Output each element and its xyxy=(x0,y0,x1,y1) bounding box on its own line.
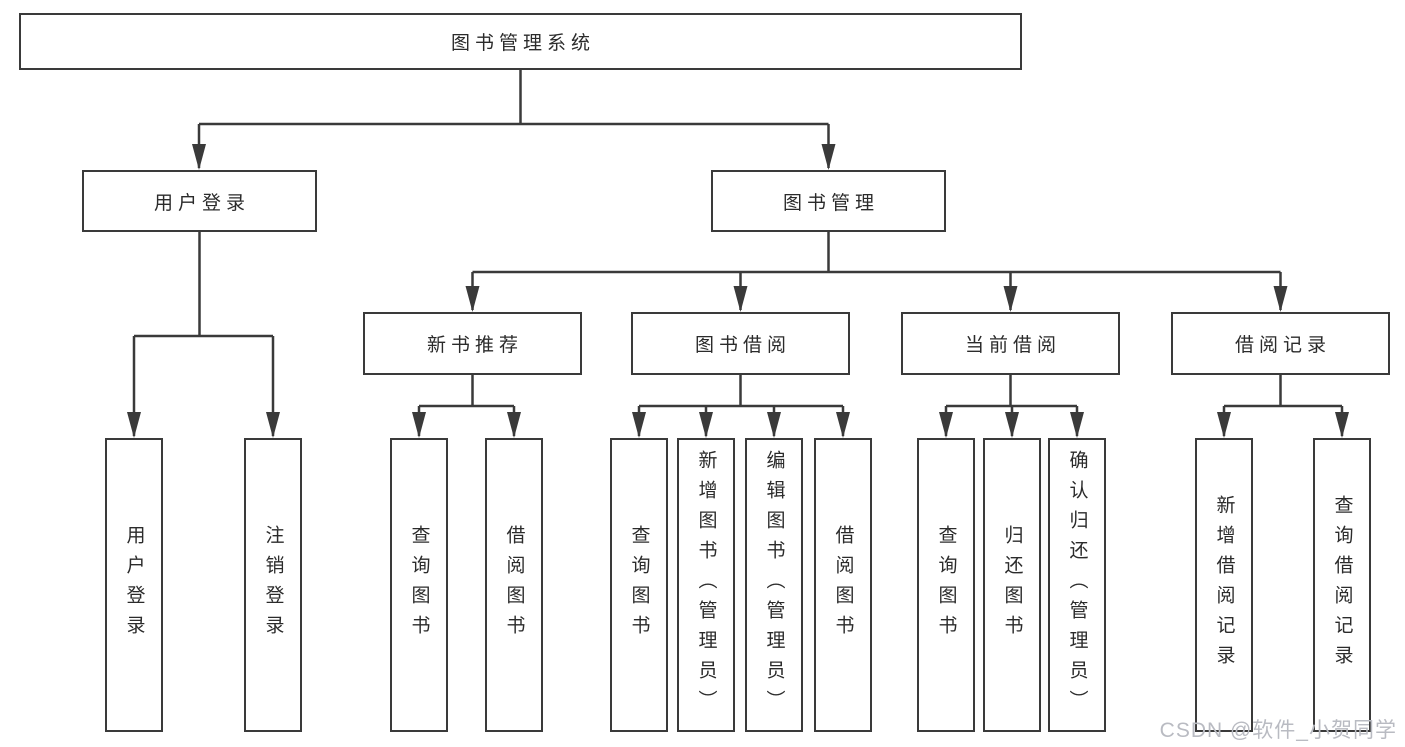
node-label: 图书管理系统 xyxy=(450,33,595,54)
leaf-confirm-return-admin: 确认归还（管理员） xyxy=(1048,438,1106,732)
node-book-management: 图书管理 xyxy=(711,170,946,232)
node-current-borrow: 当前借阅 xyxy=(901,312,1120,375)
leaf-query-books-1: 查询图书 xyxy=(390,438,448,732)
leaf-borrow-books-2: 借阅图书 xyxy=(814,438,872,732)
node-label: 查询借阅记录 xyxy=(1331,495,1353,675)
node-label: 当前借阅 xyxy=(964,335,1061,356)
node-label: 确认归还（管理员） xyxy=(1066,450,1088,720)
leaf-borrow-books-1: 借阅图书 xyxy=(485,438,543,732)
node-label: 用户登录 xyxy=(123,525,145,645)
tree-edges xyxy=(132,70,1344,436)
node-label: 新书推荐 xyxy=(426,335,523,356)
leaf-logout: 注销登录 xyxy=(244,438,302,732)
node-label: 图书借阅 xyxy=(694,335,791,356)
leaf-user-login: 用户登录 xyxy=(105,438,163,732)
node-label: 图书管理 xyxy=(782,192,879,214)
leaf-add-book-admin: 新增图书（管理员） xyxy=(677,438,735,732)
node-label: 查询图书 xyxy=(628,525,650,645)
node-label: 新增图书（管理员） xyxy=(695,450,717,720)
node-label: 用户登录 xyxy=(153,192,250,214)
node-book-borrow: 图书借阅 xyxy=(631,312,850,375)
node-root-system: 图书管理系统 xyxy=(19,13,1022,70)
leaf-add-borrow-record: 新增借阅记录 xyxy=(1195,438,1253,732)
node-label: 归还图书 xyxy=(1001,525,1023,645)
node-label: 查询图书 xyxy=(408,525,430,645)
leaf-query-books-2: 查询图书 xyxy=(610,438,668,732)
node-label: 查询图书 xyxy=(935,525,957,645)
node-user-login: 用户登录 xyxy=(82,170,317,232)
leaf-query-borrow-record: 查询借阅记录 xyxy=(1313,438,1371,732)
node-new-book-recommend: 新书推荐 xyxy=(363,312,582,375)
node-label: 借阅图书 xyxy=(503,525,525,645)
leaf-edit-book-admin: 编辑图书（管理员） xyxy=(745,438,803,732)
leaf-return-book: 归还图书 xyxy=(983,438,1041,732)
csdn-watermark: CSDN @软件_小贺同学 xyxy=(1159,719,1397,742)
node-label: 新增借阅记录 xyxy=(1213,495,1235,675)
node-label: 编辑图书（管理员） xyxy=(763,450,785,720)
leaf-query-books-3: 查询图书 xyxy=(917,438,975,732)
node-borrow-records: 借阅记录 xyxy=(1171,312,1390,375)
node-label: 注销登录 xyxy=(262,525,284,645)
node-label: 借阅记录 xyxy=(1234,335,1331,356)
node-label: 借阅图书 xyxy=(832,525,854,645)
